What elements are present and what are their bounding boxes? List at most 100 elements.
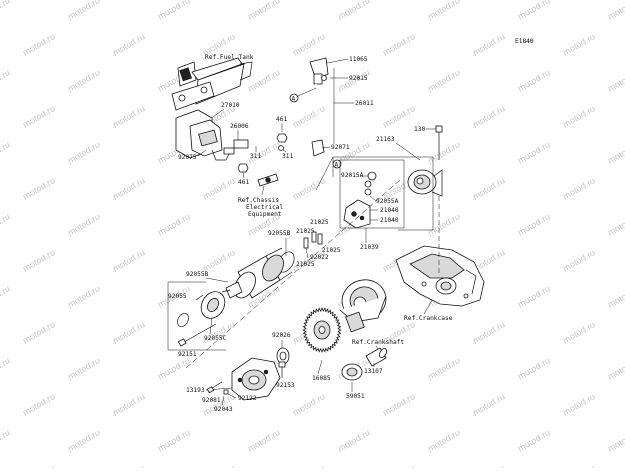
part-21040-lower-label: 21040 <box>380 217 399 224</box>
watermark-text: motod.ru <box>0 211 12 237</box>
part-92055A-label: 92055A <box>376 198 399 205</box>
watermark-text: motod.ru <box>111 463 147 468</box>
part-21025-b-label: 21025 <box>296 228 315 235</box>
watermark-text: motod.ru <box>561 319 597 345</box>
part-92026-label: 92026 <box>272 332 291 339</box>
part-21040-upper-label: 21040 <box>380 207 399 214</box>
part-92043-label: 92043 <box>214 406 233 413</box>
part-21025-a-label: 21025 <box>310 219 329 226</box>
watermark-text: motod.ru <box>516 67 552 93</box>
watermark-text: motod.ru <box>66 211 102 237</box>
watermark-text: motod.ru <box>561 31 597 57</box>
watermark-text: motod.ru <box>21 31 57 57</box>
watermark-text: motod.ru <box>426 211 462 237</box>
part-26011-label: 26011 <box>355 100 374 107</box>
part-21025-d-label: 21025 <box>296 261 315 268</box>
watermark-text: motod.ru <box>606 355 625 381</box>
watermark-text: motod.ru <box>516 283 552 309</box>
starter-cable-assembly: 11065 92015 A 26011 92071 <box>289 56 374 157</box>
watermark-text: motod.ru <box>201 175 237 201</box>
part-21025-c-label: 21025 <box>322 247 341 254</box>
watermark-text: motod.ru <box>111 31 147 57</box>
part-11065-label: 11065 <box>349 56 368 63</box>
watermark-text: motod.ru <box>201 391 237 417</box>
ref-fuel-tank-label: Ref.Fuel Tank <box>205 54 254 61</box>
callout-a-upper: A <box>292 96 296 103</box>
brush-spring-group: 21025 21025 21025 92022 21025 <box>296 219 341 268</box>
watermark-text: motod.ru <box>111 175 147 201</box>
watermark-text: motod.ru <box>426 0 462 22</box>
ref-crankshaft-label: Ref.Crankshaft <box>352 339 404 346</box>
watermark-text: motod.ru <box>111 247 147 273</box>
watermark-text: motod.ru <box>471 103 507 129</box>
watermark-text: motod.ru <box>111 319 147 345</box>
callout-a-lower: A <box>335 162 339 169</box>
watermark-text: motod.ru <box>561 247 597 273</box>
watermark-text: motod.ru <box>606 211 625 237</box>
starter-clutch-gears: 16085 Ref.Crankshaft 13107 59051 <box>302 279 404 400</box>
part-92015A-label: 92015A <box>341 172 364 179</box>
watermark-text: motod.ru <box>426 139 462 165</box>
watermark-text: motod.ru <box>156 211 192 237</box>
part-92055B-label: 92055B <box>186 271 209 278</box>
watermark-text: motod.ru <box>0 355 12 381</box>
watermark-text: motod.ru <box>381 31 417 57</box>
watermark-text: motod.ru <box>426 427 462 453</box>
watermark-text: motod.ru <box>606 67 625 93</box>
watermark-text: motod.ru <box>66 283 102 309</box>
starter-clutch-group: 130 21163 A 92015A 92055A 21040 21040 <box>315 125 443 251</box>
watermark-text: motod.ru <box>471 463 507 468</box>
part-27010-label: 27010 <box>221 102 240 109</box>
part-92055B-label-top: 92055B <box>268 230 291 237</box>
ref-chassis-label-line3: Equipment <box>248 211 282 218</box>
watermark-text: motod.ru <box>201 247 237 273</box>
watermark-text: motod.ru <box>561 103 597 129</box>
watermark-text: motod.ru <box>606 283 625 309</box>
gear-cover-group: 92026 13193 92081 92122 92043 92153 <box>186 332 295 413</box>
part-59051-label: 59051 <box>346 393 365 400</box>
relay-bracket-assembly: Ref.Fuel Tank 27010 26006 92075 <box>171 54 254 161</box>
watermark-text: motod.ru <box>21 391 57 417</box>
watermark-text: motod.ru <box>21 247 57 273</box>
idle-gear-bore <box>318 326 326 334</box>
watermark-text: motod.ru <box>201 463 237 468</box>
crankcase-group: Ref.Crankcase <box>395 196 485 322</box>
part-26006-label: 26006 <box>230 123 249 130</box>
watermark-text: motod.ru <box>291 31 327 57</box>
part-92122-label: 92122 <box>238 395 257 402</box>
part-92071-label: 92071 <box>331 144 350 151</box>
part-130-label: 130 <box>414 126 425 133</box>
watermark-text: motod.ru <box>66 67 102 93</box>
watermark-text: motod.ru <box>246 0 282 22</box>
watermark-text: motod.ru <box>606 0 625 22</box>
ref-chassis-label-line1: Ref.Chassis <box>238 197 279 204</box>
part-92015-label: 92015 <box>349 75 368 82</box>
part-92081-label: 92081 <box>202 397 221 404</box>
watermark-text: motod.ru <box>291 463 327 468</box>
watermark-text: motod.ru <box>0 139 12 165</box>
watermark-text: motod.ru <box>21 103 57 129</box>
watermark-text: motod.ru <box>471 391 507 417</box>
part-21039-label: 21039 <box>360 244 379 251</box>
part-92153-label: 92153 <box>276 382 295 389</box>
watermark-text: motod.ru <box>111 391 147 417</box>
watermark-text: motod.ru <box>111 103 147 129</box>
watermark-text: motod.ru <box>156 427 192 453</box>
part-16085-label: 16085 <box>312 375 331 382</box>
part-13193-label: 13193 <box>186 387 205 394</box>
watermark-text: motod.ru <box>0 67 12 93</box>
part-311-right-label: 311 <box>282 153 293 160</box>
watermark-text: motod.ru <box>561 391 597 417</box>
part-461-upper-label: 461 <box>276 116 287 123</box>
watermark-text: motod.ru <box>246 427 282 453</box>
watermark-text: motod.ru <box>291 391 327 417</box>
part-13107-label: 13107 <box>364 368 383 375</box>
ref-crankcase-label: Ref.Crankcase <box>404 315 453 322</box>
watermark-text: motod.ru <box>21 463 57 468</box>
watermark-text: motod.ru <box>66 427 102 453</box>
watermark-text: motod.ru <box>606 139 625 165</box>
part-92075-label: 92075 <box>178 154 197 161</box>
idle-gear-16085 <box>302 306 342 354</box>
watermark-text: motod.ru <box>291 103 327 129</box>
